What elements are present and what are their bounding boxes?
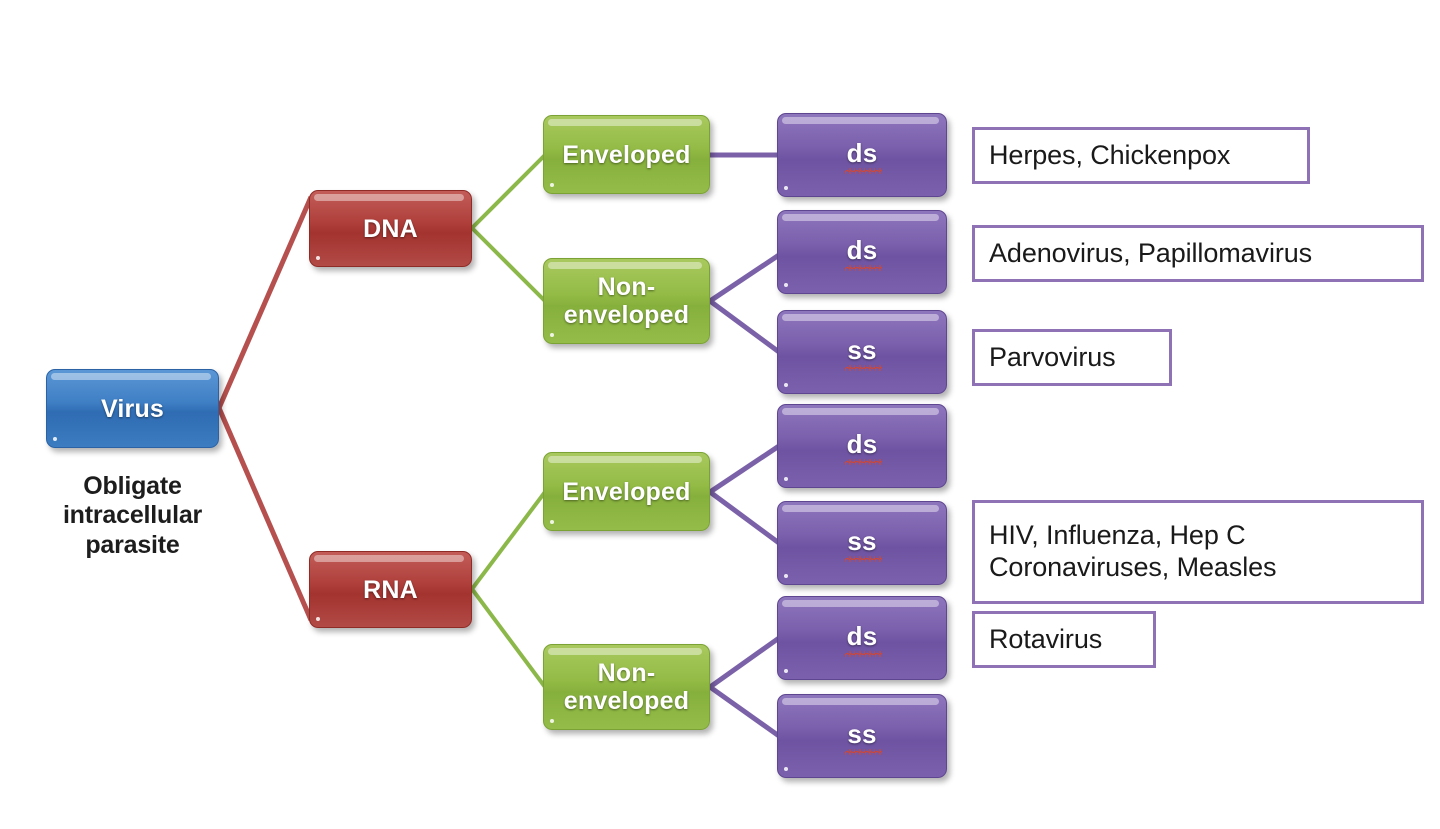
wire-dnanonenv-ss — [708, 298, 781, 355]
callout-herpes-chickenpox: Herpes, Chickenpox — [972, 127, 1310, 184]
wire-rnanonenv-ds — [708, 635, 781, 690]
node-strand-3[interactable]: ss — [777, 310, 947, 394]
strand-label-5: ss — [847, 526, 877, 557]
spellcheck-underline-icon — [845, 748, 882, 755]
strand-label-3: ss — [847, 335, 877, 366]
callout-text-1: Herpes, Chickenpox — [989, 139, 1231, 170]
spellcheck-underline-icon — [844, 650, 883, 657]
callout-text-4: HIV, Influenza, Hep C Coronaviruses, Mea… — [989, 520, 1277, 582]
strand-label-7: ss — [847, 719, 877, 750]
node-dna-enveloped-label: Enveloped — [562, 140, 691, 169]
node-dna[interactable]: DNA — [309, 190, 472, 267]
node-virus-label: Virus — [100, 394, 165, 423]
strand-label-6: ds — [846, 621, 878, 652]
wire-dna-nonenveloped — [470, 226, 547, 303]
callout-text-5: Rotavirus — [989, 623, 1103, 654]
spellcheck-underline-icon — [845, 555, 882, 562]
node-dna-nonenveloped[interactable]: Non- enveloped — [543, 258, 710, 344]
callout-adenovirus-papillomavirus: Adenovirus, Papillomavirus — [972, 225, 1424, 282]
strand-label-1: ds — [846, 138, 878, 169]
node-virus[interactable]: Virus — [46, 369, 219, 448]
wire-rnanonenv-ss — [708, 684, 781, 739]
strand-label-6-wrap: ds — [844, 621, 883, 657]
node-strand-4[interactable]: ds — [777, 404, 947, 488]
wire-dna-enveloped — [470, 153, 547, 230]
strand-label-2-wrap: ds — [844, 235, 883, 271]
callout-hiv-influenza-hepc: HIV, Influenza, Hep C Coronaviruses, Mea… — [972, 500, 1424, 604]
node-rna-enveloped[interactable]: Enveloped — [543, 452, 710, 531]
strand-label-1-wrap: ds — [844, 138, 883, 174]
node-rna-enveloped-label: Enveloped — [562, 477, 691, 506]
callout-text-2: Adenovirus, Papillomavirus — [989, 237, 1313, 268]
wire-virus-dna — [216, 196, 314, 409]
virus-caption: Obligate intracellular parasite — [62, 472, 203, 559]
node-rna-nonenveloped[interactable]: Non- enveloped — [543, 644, 710, 730]
wire-rnaenv-ss — [708, 489, 781, 546]
callout-parvovirus: Parvovirus — [972, 329, 1172, 386]
strand-label-2: ds — [846, 235, 878, 266]
strand-label-4: ds — [846, 429, 878, 460]
node-dna-label: DNA — [363, 214, 418, 243]
strand-label-5-wrap: ss — [845, 526, 882, 562]
node-strand-5[interactable]: ss — [777, 501, 947, 585]
callout-rotavirus: Rotavirus — [972, 611, 1156, 668]
node-rna[interactable]: RNA — [309, 551, 472, 628]
node-rna-label: RNA — [363, 575, 418, 604]
node-dna-enveloped[interactable]: Enveloped — [543, 115, 710, 194]
node-strand-7[interactable]: ss — [777, 694, 947, 778]
strand-label-7-wrap: ss — [845, 719, 882, 755]
wire-dnanonenv-ds — [708, 252, 781, 304]
spellcheck-underline-icon — [844, 167, 883, 174]
node-strand-1[interactable]: ds — [777, 113, 947, 197]
strand-label-4-wrap: ds — [844, 429, 883, 465]
node-rna-nonenveloped-label: Non- enveloped — [563, 659, 690, 715]
wire-rna-enveloped — [470, 490, 547, 591]
callout-text-3: Parvovirus — [989, 341, 1116, 372]
wire-rna-nonenveloped — [470, 587, 547, 689]
node-strand-6[interactable]: ds — [777, 596, 947, 680]
strand-label-3-wrap: ss — [845, 335, 882, 371]
spellcheck-underline-icon — [845, 364, 882, 371]
wire-rnaenv-ds — [708, 443, 781, 495]
spellcheck-underline-icon — [844, 264, 883, 271]
spellcheck-underline-icon — [844, 458, 883, 465]
node-strand-2[interactable]: ds — [777, 210, 947, 294]
node-dna-nonenveloped-label: Non- enveloped — [563, 273, 690, 329]
